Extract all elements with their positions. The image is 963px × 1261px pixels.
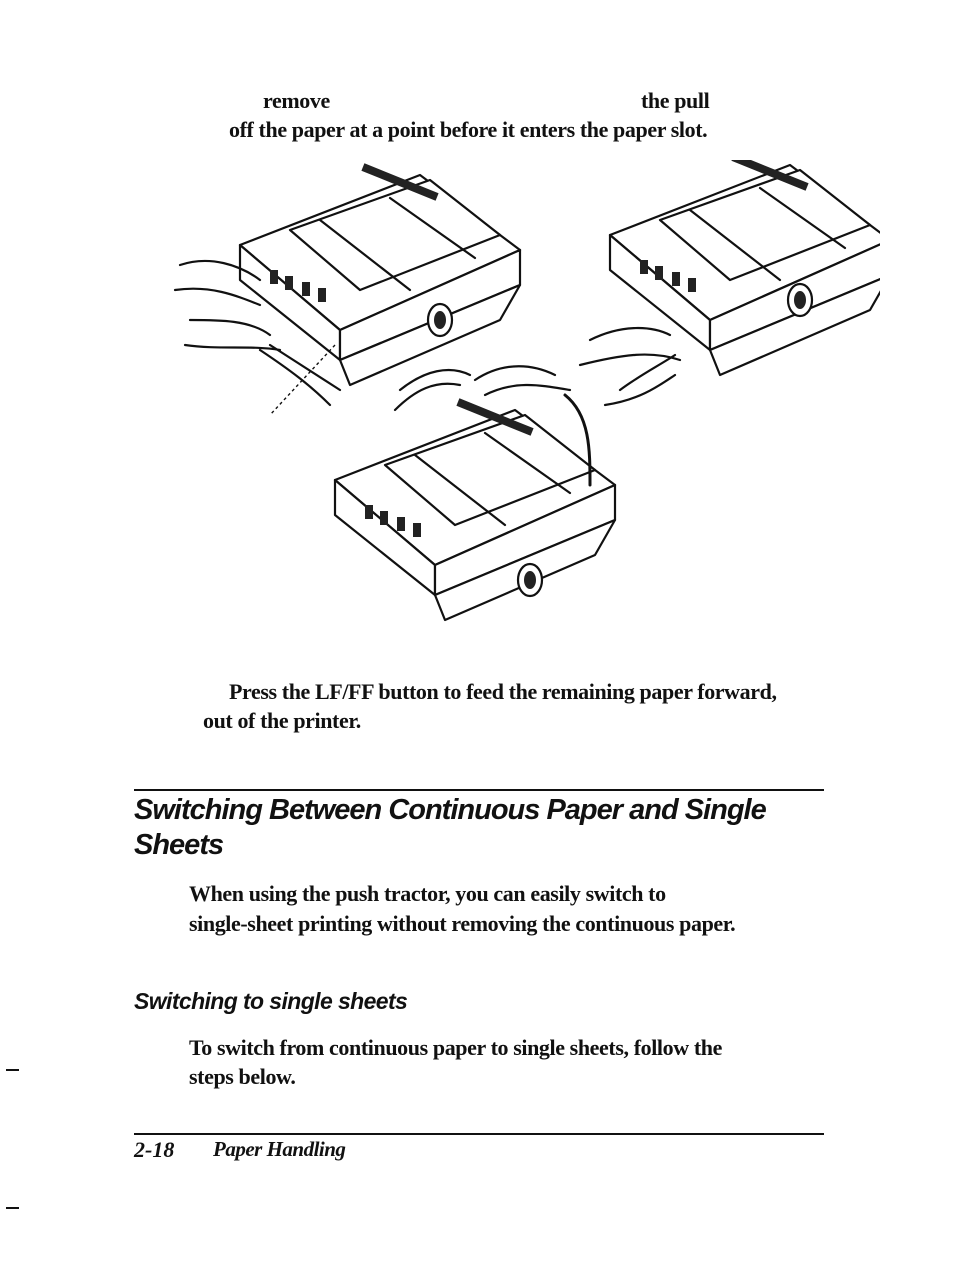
top-text-fragment-pull: the pull xyxy=(641,88,710,113)
section-paragraph-line: single-sheet printing without removing t… xyxy=(189,911,736,936)
printer-right-icon xyxy=(578,160,880,407)
top-text-fragment-remove: remove xyxy=(263,88,330,113)
page-number: 2-18 xyxy=(134,1137,175,1162)
margin-mark xyxy=(6,1207,19,1209)
subsection-paragraph-line: To switch from continuous paper to singl… xyxy=(189,1035,722,1060)
step-text-line: Press the LF/FF button to feed the remai… xyxy=(229,679,777,704)
step-text-line: out of the printer. xyxy=(203,708,361,733)
section-heading-continued: Sheets xyxy=(134,829,224,861)
footer-rule xyxy=(134,1133,824,1135)
margin-mark xyxy=(6,1069,19,1071)
subsection-heading: Switching to single sheets xyxy=(134,988,408,1014)
section-rule xyxy=(134,789,824,791)
printer-illustration xyxy=(173,160,880,622)
top-text-line: off the paper at a point before it enter… xyxy=(229,117,708,142)
chapter-title: Paper Handling xyxy=(213,1137,346,1161)
section-paragraph-line: When using the push tractor, you can eas… xyxy=(189,881,666,906)
subsection-paragraph-line: steps below. xyxy=(189,1064,296,1089)
section-heading: Switching Between Continuous Paper and S… xyxy=(134,794,767,826)
printer-left-icon xyxy=(173,163,522,416)
printer-bottom-icon xyxy=(333,365,617,622)
